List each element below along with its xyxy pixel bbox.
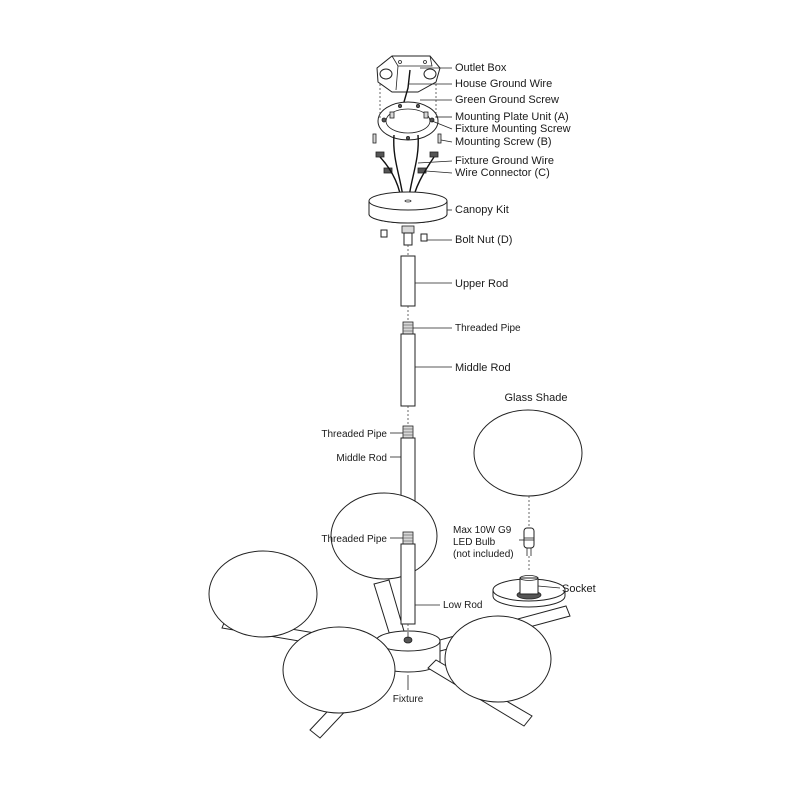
threaded-pipe-2	[402, 425, 414, 439]
middle-rod-1	[400, 333, 416, 407]
label-house-ground-wire: House Ground Wire	[455, 78, 552, 90]
label-fixture-ground-wire: Fixture Ground Wire	[455, 155, 554, 167]
label-mounting-screw: Mounting Screw (B)	[455, 136, 552, 148]
glass-globe-front-right	[444, 615, 552, 703]
bolt-nut-d	[380, 229, 428, 242]
canopy-collar	[401, 225, 415, 234]
label-socket: Socket	[562, 583, 596, 595]
label-middle-rod-1: Middle Rod	[455, 362, 511, 374]
label-bolt-nut: Bolt Nut (D)	[455, 234, 512, 246]
label-green-ground-screw: Green Ground Screw	[455, 94, 559, 106]
threaded-pipe-1	[402, 321, 414, 335]
label-threaded-pipe-3: Threaded Pipe	[321, 534, 387, 545]
canopy-kit	[368, 191, 448, 224]
mounting-screw-b	[372, 133, 442, 144]
label-upper-rod: Upper Rod	[455, 278, 508, 290]
label-wire-connector: Wire Connector (C)	[455, 167, 550, 179]
label-low-rod: Low Rod	[443, 600, 482, 611]
label-bulb-line-2: LED Bulb	[453, 537, 496, 548]
canopy-loop	[403, 232, 413, 246]
label-middle-rod-2: Middle Rod	[336, 453, 387, 464]
label-canopy-kit: Canopy Kit	[455, 204, 509, 216]
low-rod	[400, 543, 416, 625]
callout-labels: Outlet Box House Ground Wire Green Groun…	[321, 62, 595, 705]
leader-lines	[390, 67, 561, 690]
label-threaded-pipe-2: Threaded Pipe	[321, 429, 387, 440]
label-threaded-pipe-1: Threaded Pipe	[455, 323, 521, 334]
label-bulb-line-3: (not included)	[453, 549, 514, 560]
label-bulb-line-1: Max 10W G9	[453, 525, 512, 536]
socket	[492, 575, 566, 608]
outlet-box	[376, 55, 441, 93]
glass-globe-front-left	[282, 626, 396, 714]
mounting-plate-unit	[377, 101, 439, 141]
glass-shade	[473, 409, 583, 497]
g9-led-bulb	[523, 527, 535, 556]
threaded-pipe-3	[402, 531, 414, 545]
upper-rod	[400, 255, 416, 307]
label-outlet-box: Outlet Box	[455, 62, 507, 74]
label-fixture: Fixture	[393, 694, 424, 705]
label-mounting-plate: Mounting Plate Unit (A)	[455, 111, 569, 123]
glass-globe-back-left	[208, 550, 318, 638]
label-glass-shade: Glass Shade	[505, 392, 568, 404]
label-fixture-mounting-screw: Fixture Mounting Screw	[455, 123, 571, 135]
